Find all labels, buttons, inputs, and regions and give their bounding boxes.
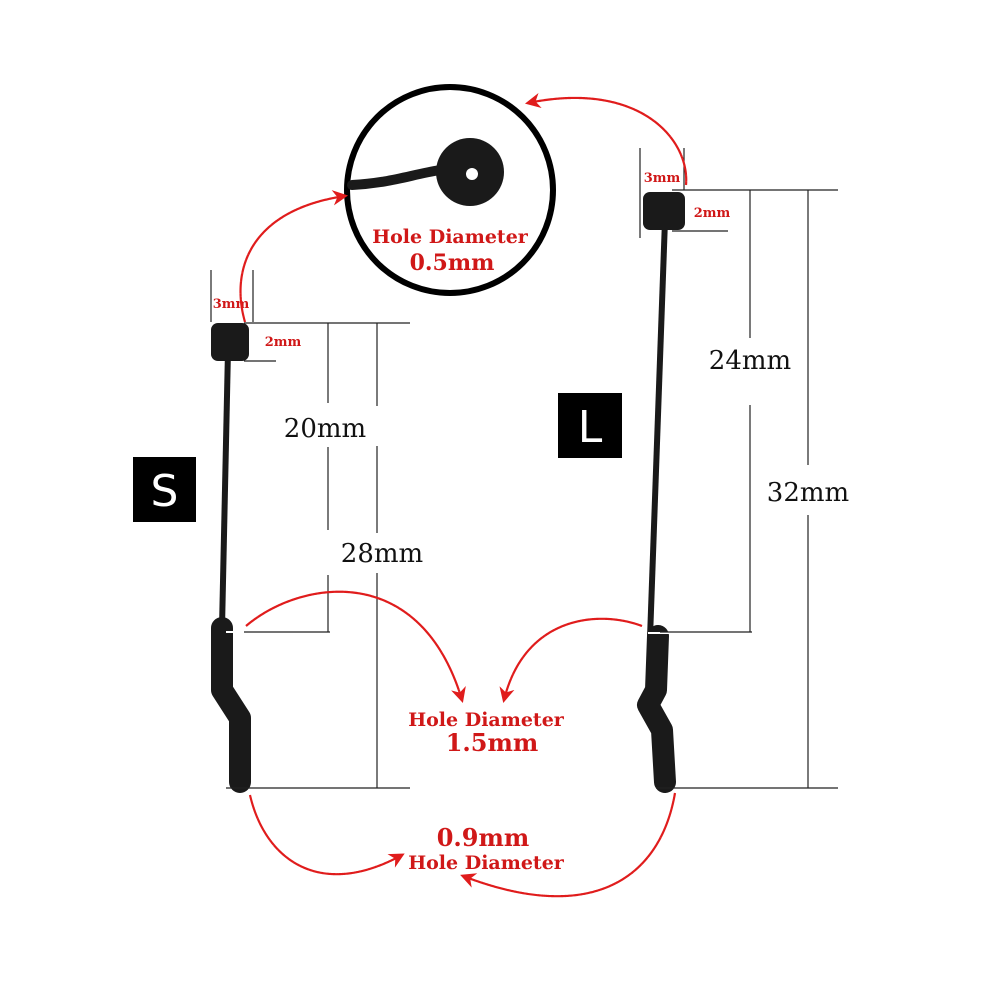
small-part-head bbox=[211, 323, 249, 361]
middle-callout-value: 1.5mm bbox=[446, 728, 539, 757]
large-part-tube bbox=[637, 625, 676, 793]
arrow-large-tube-to-middle-label bbox=[499, 617, 643, 703]
large-part-stem bbox=[647, 219, 668, 639]
bottom-callout-value: 0.9mm bbox=[437, 823, 530, 852]
top-callout-label: Hole Diameter bbox=[372, 226, 529, 248]
magnified-wire bbox=[347, 165, 445, 190]
badge-small-label: S bbox=[151, 466, 179, 517]
large-head-width: 3mm bbox=[644, 171, 681, 186]
large-part-head bbox=[643, 192, 685, 230]
arrow-large-head-to-magnifier bbox=[524, 92, 688, 186]
arrow-large-tip-to-bottom-label bbox=[460, 792, 677, 898]
bottom-callout-label: Hole Diameter bbox=[408, 852, 565, 874]
large-stem-length: 24mm bbox=[709, 346, 791, 376]
small-head-height: 2mm bbox=[265, 335, 302, 350]
badge-small: S bbox=[133, 457, 196, 522]
small-part-dimensions: 3mm 2mm 20mm 28mm bbox=[210, 270, 432, 789]
magnified-head-callout: Hole Diameter 0.5mm bbox=[344, 84, 556, 296]
arrow-small-tip-to-bottom-label bbox=[248, 794, 405, 876]
bottom-hole-callout: 0.9mm Hole Diameter bbox=[408, 823, 565, 874]
magnified-hole bbox=[466, 168, 478, 180]
large-part bbox=[637, 192, 685, 793]
top-callout-value: 0.5mm bbox=[410, 250, 495, 276]
small-stem-length: 20mm bbox=[284, 414, 366, 444]
arrow-small-head-to-magnifier bbox=[239, 190, 349, 323]
middle-callout-label: Hole Diameter bbox=[408, 709, 565, 731]
large-head-height: 2mm bbox=[694, 206, 731, 221]
badge-small-bg bbox=[133, 457, 196, 522]
badge-large: L bbox=[558, 393, 622, 458]
arrow-small-tube-to-middle-label bbox=[245, 590, 466, 703]
large-total-length: 32mm bbox=[767, 478, 849, 508]
small-head-width: 3mm bbox=[213, 297, 250, 312]
badge-large-bg bbox=[558, 393, 622, 458]
small-part bbox=[211, 323, 251, 793]
small-total-length: 28mm bbox=[341, 539, 423, 569]
small-part-stem bbox=[219, 349, 231, 629]
annotation-arrows bbox=[239, 92, 688, 898]
badge-large-label: L bbox=[578, 402, 603, 453]
small-part-tube bbox=[211, 617, 251, 793]
large-part-dimensions: 3mm 2mm 24mm 32mm bbox=[639, 148, 860, 789]
middle-hole-callout: Hole Diameter 1.5mm bbox=[408, 709, 565, 757]
